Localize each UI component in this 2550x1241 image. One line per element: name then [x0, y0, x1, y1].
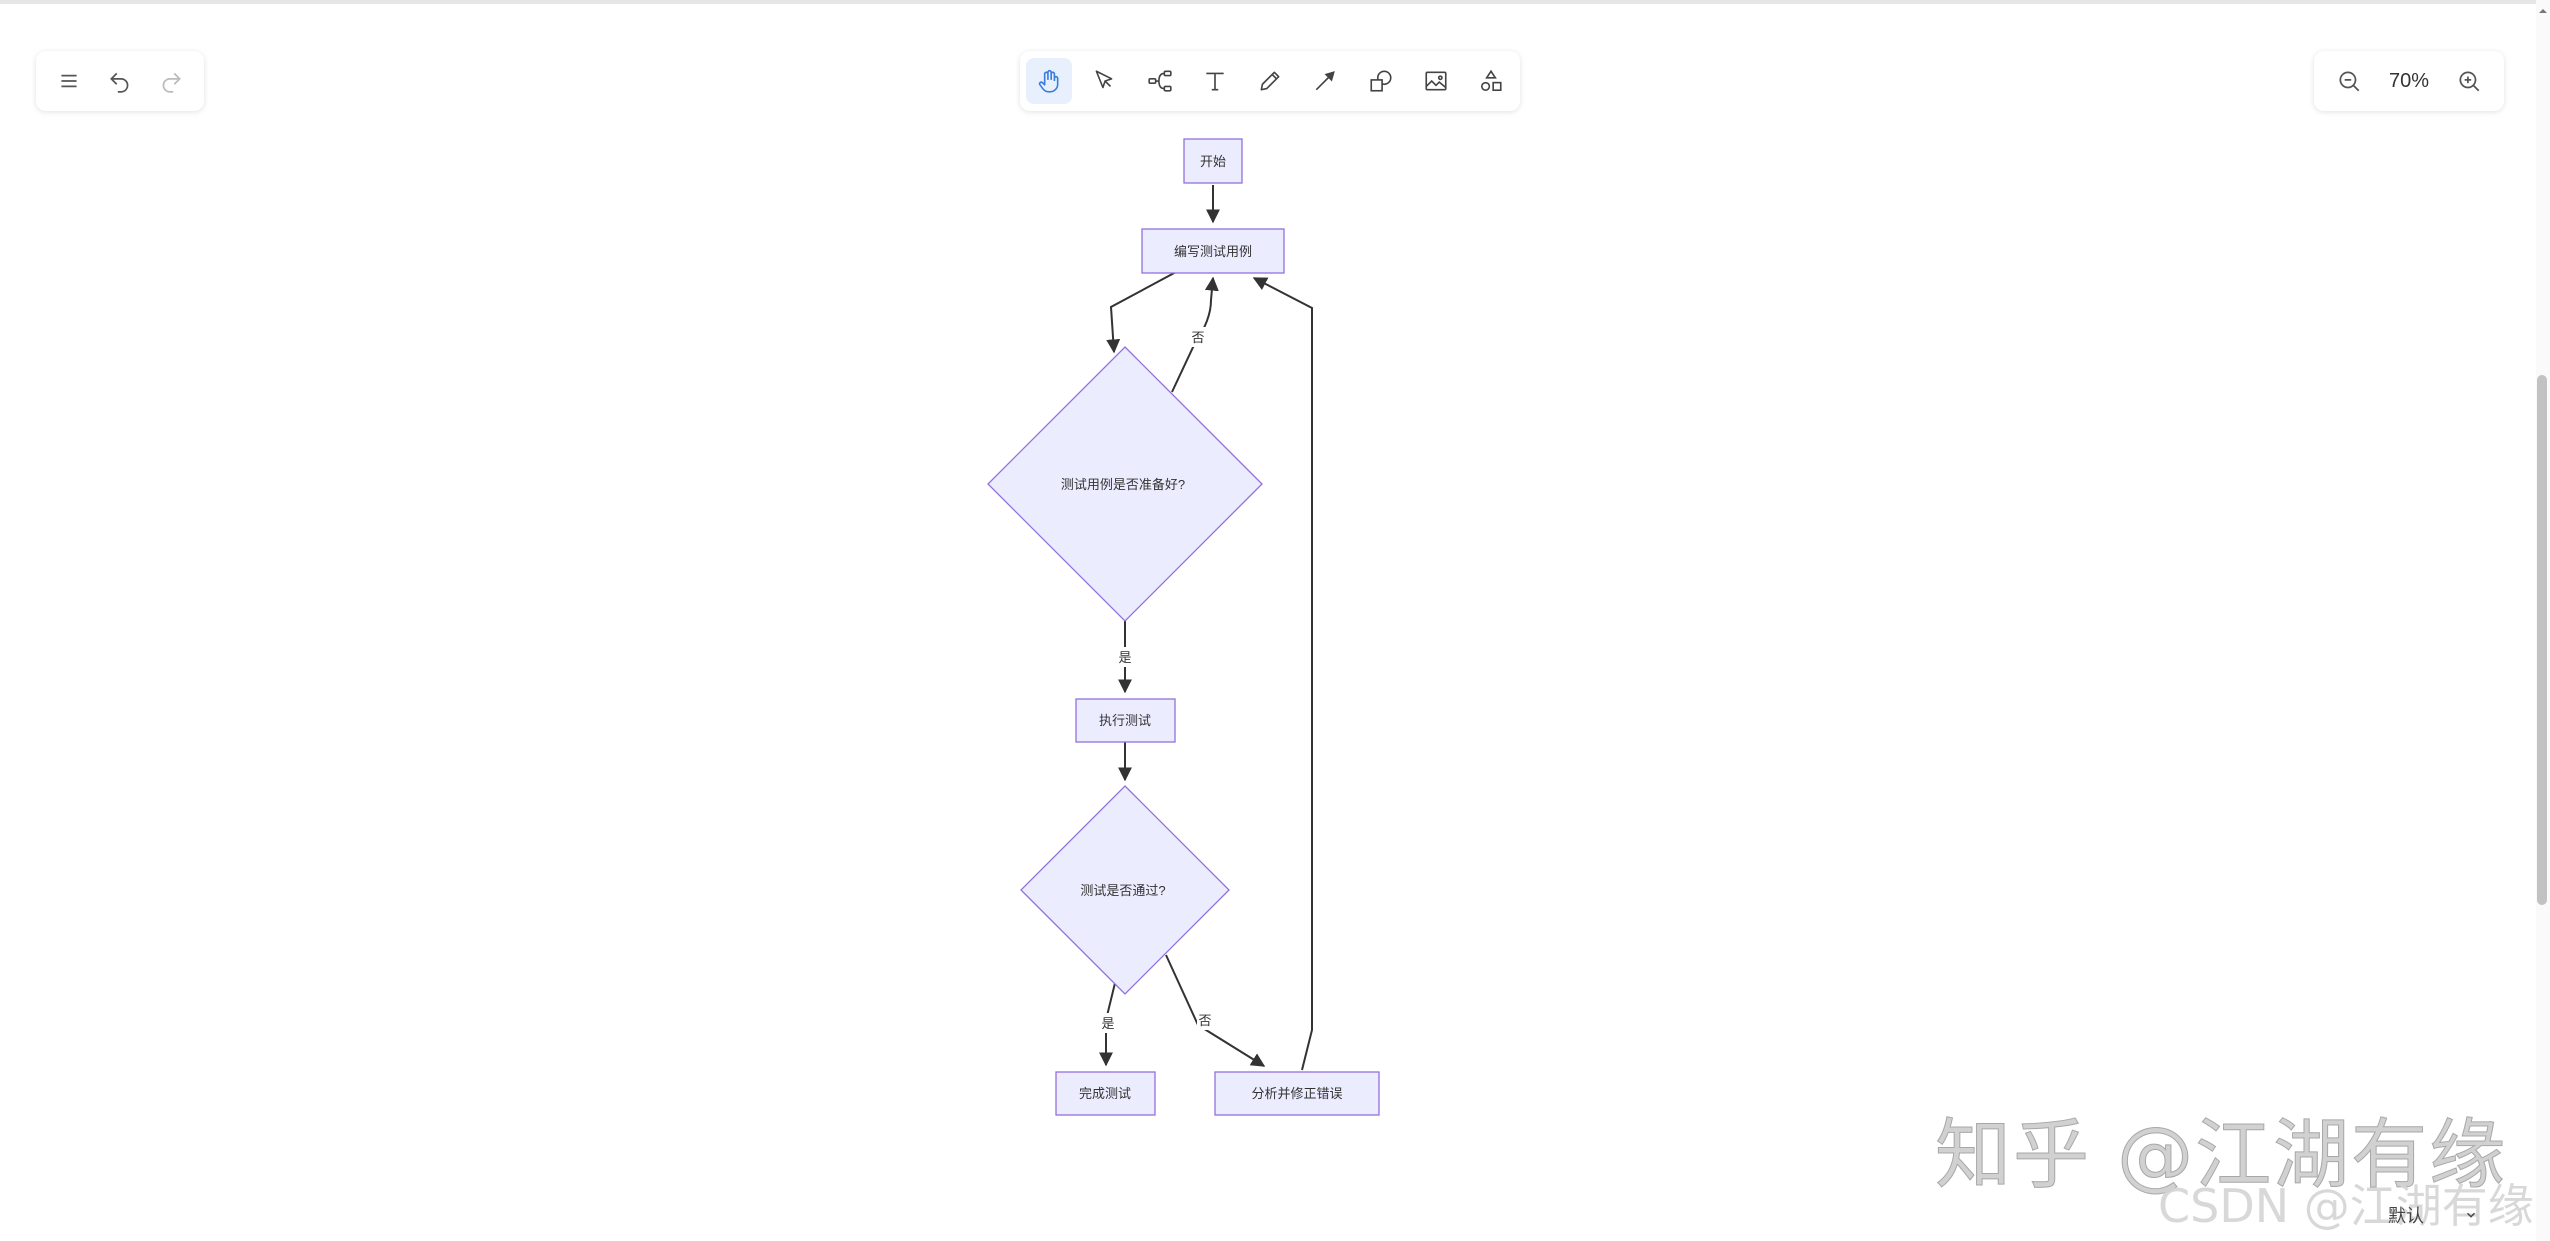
- menu-button[interactable]: [46, 58, 92, 104]
- undo-button[interactable]: [97, 58, 143, 104]
- node-write-label: 编写测试用例: [1174, 244, 1252, 259]
- pointer-icon: [1095, 70, 1113, 89]
- flowchart-edge-labels: 否 是 是 否: [1100, 327, 1213, 1033]
- edge-write-to-ready[interactable]: [1106, 271, 1177, 354]
- edge-pass-no-to-fix[interactable]: [1165, 954, 1266, 1067]
- edge-label-pass-yes: 是: [1101, 1016, 1114, 1031]
- edge-label-ready-yes: 是: [1118, 650, 1131, 665]
- more-shapes-icon: [1480, 69, 1502, 92]
- zoom-level[interactable]: 70%: [2388, 69, 2430, 92]
- pencil-tool-button[interactable]: [1247, 58, 1293, 104]
- zoom-out-icon: [2339, 71, 2360, 92]
- node-execute-label: 执行测试: [1099, 713, 1151, 728]
- zhihu-watermark: 知乎 @江湖有缘: [1934, 1110, 2508, 1200]
- csdn-watermark: CSDN @江湖有缘: [2158, 1179, 2534, 1233]
- arrow-icon: [1316, 71, 1336, 91]
- node-ready-label: 测试用例是否准备好?: [1061, 477, 1185, 492]
- edge-fix-to-write[interactable]: [1252, 277, 1313, 1071]
- text-icon: [1206, 72, 1224, 91]
- hamburger-menu-icon: [61, 74, 77, 88]
- edge-label-bg: [1190, 327, 1206, 347]
- pencil-icon: [1260, 71, 1280, 91]
- hand-icon: [1038, 69, 1059, 93]
- node-write-test-cases[interactable]: 编写测试用例: [1141, 228, 1285, 274]
- history-toolbar: [36, 51, 204, 111]
- shapes-icon: [1369, 70, 1392, 92]
- scroll-up-arrow-icon[interactable]: [2536, 4, 2550, 18]
- tools-toolbar: [1020, 51, 1520, 111]
- node-execute-test[interactable]: 执行测试: [1075, 698, 1176, 743]
- text-tool-button[interactable]: [1192, 58, 1238, 104]
- edge-label-bg: [1197, 1010, 1213, 1030]
- edge-label-ready-no: 否: [1191, 330, 1204, 345]
- top-border: [0, 0, 2550, 4]
- mindmap-icon: [1147, 70, 1172, 92]
- select-tool-button[interactable]: [1081, 58, 1127, 104]
- redo-icon: [162, 72, 181, 93]
- arrow-tool-button[interactable]: [1302, 58, 1348, 104]
- node-done-label: 完成测试: [1079, 1086, 1131, 1101]
- hand-tool-button[interactable]: [1026, 58, 1072, 104]
- zoom-out-button[interactable]: [2326, 58, 2372, 104]
- theme-select[interactable]: 默认: [2388, 1202, 2478, 1228]
- image-tool-button[interactable]: [1413, 58, 1459, 104]
- image-icon: [1425, 71, 1447, 91]
- mindmap-tool-button[interactable]: [1137, 58, 1183, 104]
- edge-label-bg: [1117, 647, 1133, 667]
- node-start-label: 开始: [1200, 154, 1226, 169]
- node-complete-test[interactable]: 完成测试: [1055, 1071, 1156, 1116]
- scrollbar-thumb[interactable]: [2537, 375, 2547, 905]
- zoom-in-button[interactable]: [2446, 58, 2492, 104]
- edge-label-pass-no: 否: [1198, 1013, 1211, 1028]
- node-pass-decision[interactable]: 测试是否通过?: [1020, 785, 1230, 995]
- shape-tool-button[interactable]: [1358, 58, 1404, 104]
- zoom-controls: 70%: [2314, 51, 2504, 111]
- redo-button[interactable]: [148, 58, 194, 104]
- node-pass-label: 测试是否通过?: [1080, 883, 1165, 898]
- flowchart-nodes: 开始 编写测试用例 测试用例是否准备好? 执行测试 测试是否通过? 完成测试 分…: [987, 138, 1380, 1116]
- more-shapes-button[interactable]: [1468, 58, 1514, 104]
- node-start[interactable]: 开始: [1183, 138, 1243, 184]
- node-ready-decision[interactable]: 测试用例是否准备好?: [987, 346, 1263, 622]
- zoom-in-icon: [2459, 71, 2480, 92]
- chevron-down-icon: [2466, 1212, 2476, 1218]
- theme-selected-value: 默认: [2388, 1206, 2424, 1226]
- edge-label-bg: [1100, 1013, 1116, 1033]
- node-analyze-fix[interactable]: 分析并修正错误: [1214, 1071, 1380, 1116]
- node-fix-label: 分析并修正错误: [1251, 1086, 1342, 1101]
- undo-icon: [110, 72, 129, 93]
